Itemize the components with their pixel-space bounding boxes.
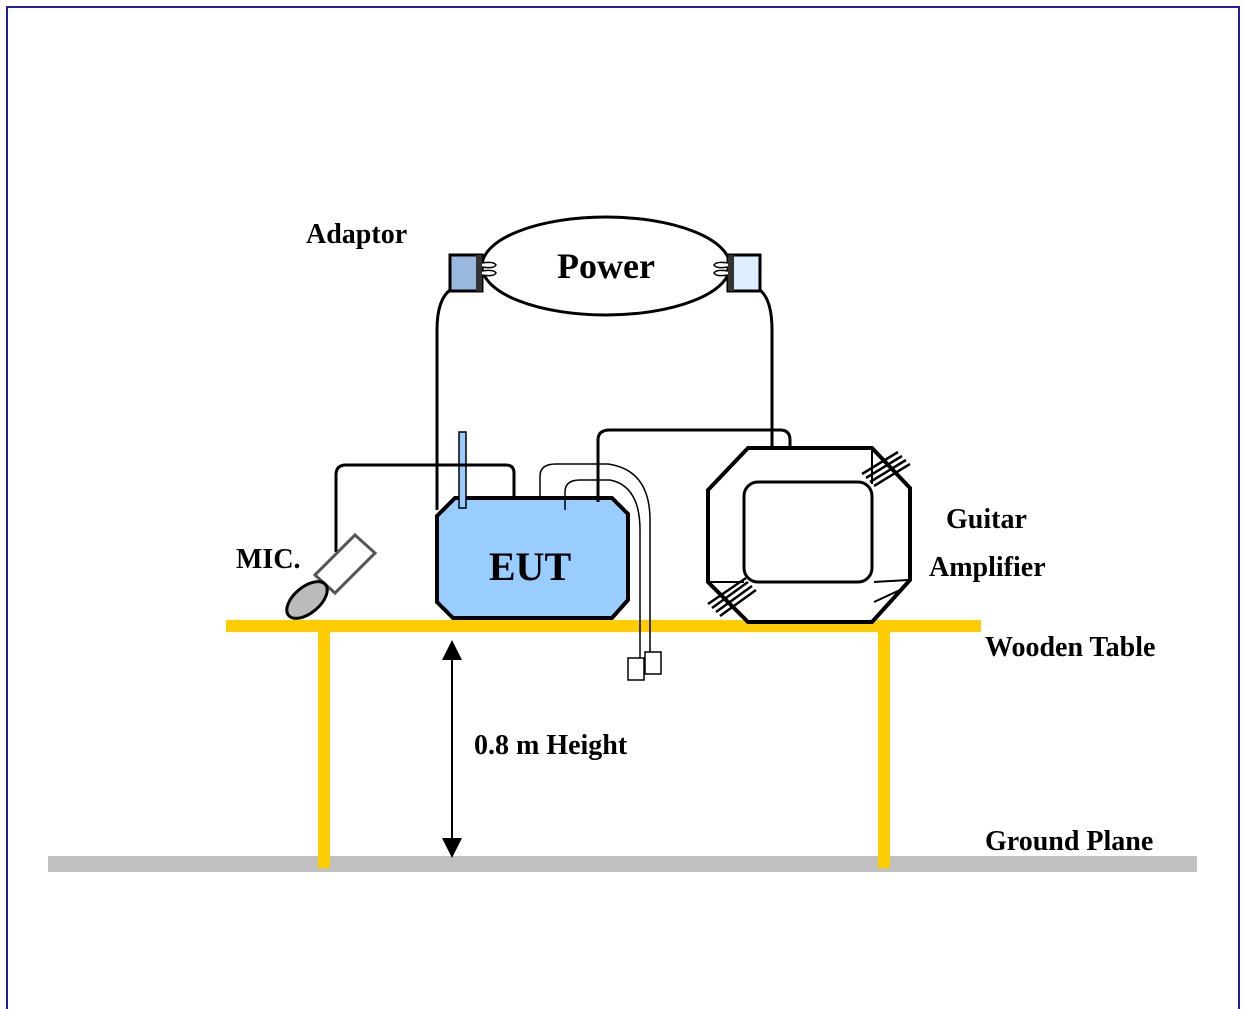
height-label: 0.8 m Height — [474, 730, 628, 761]
power-cable-left — [435, 288, 451, 510]
signal-cable-1 — [539, 463, 651, 656]
guitar-label: Guitar — [946, 504, 1027, 535]
eut-to-amplifier-cable — [596, 428, 792, 502]
amplifier-label: Amplifier — [929, 552, 1046, 583]
guitar-amplifier-box — [706, 446, 912, 624]
mic-cable — [334, 463, 516, 552]
wooden-table-label: Wooden Table — [985, 632, 1155, 663]
power-cable-right — [758, 288, 774, 462]
power-label: Power — [557, 246, 655, 286]
adaptor-plug-icon — [713, 253, 762, 293]
height-arrow-icon — [442, 640, 462, 858]
eut-label: EUT — [489, 544, 572, 589]
plug-icon — [627, 657, 645, 681]
adaptor-label: Adaptor — [306, 219, 407, 250]
eut-antenna — [458, 431, 467, 509]
plug-icon — [644, 651, 662, 675]
microphone-icon — [285, 532, 378, 620]
mic-label: MIC. — [236, 544, 301, 575]
signal-cable-2 — [564, 479, 641, 662]
ground-plane-label: Ground Plane — [985, 826, 1153, 857]
ground-plane — [48, 856, 1197, 872]
table-leg-left — [318, 630, 330, 868]
eut-box — [435, 496, 630, 620]
table-leg-right — [878, 630, 890, 868]
diagram-frame — [6, 6, 1240, 1009]
adaptor-plug-icon — [448, 253, 497, 293]
